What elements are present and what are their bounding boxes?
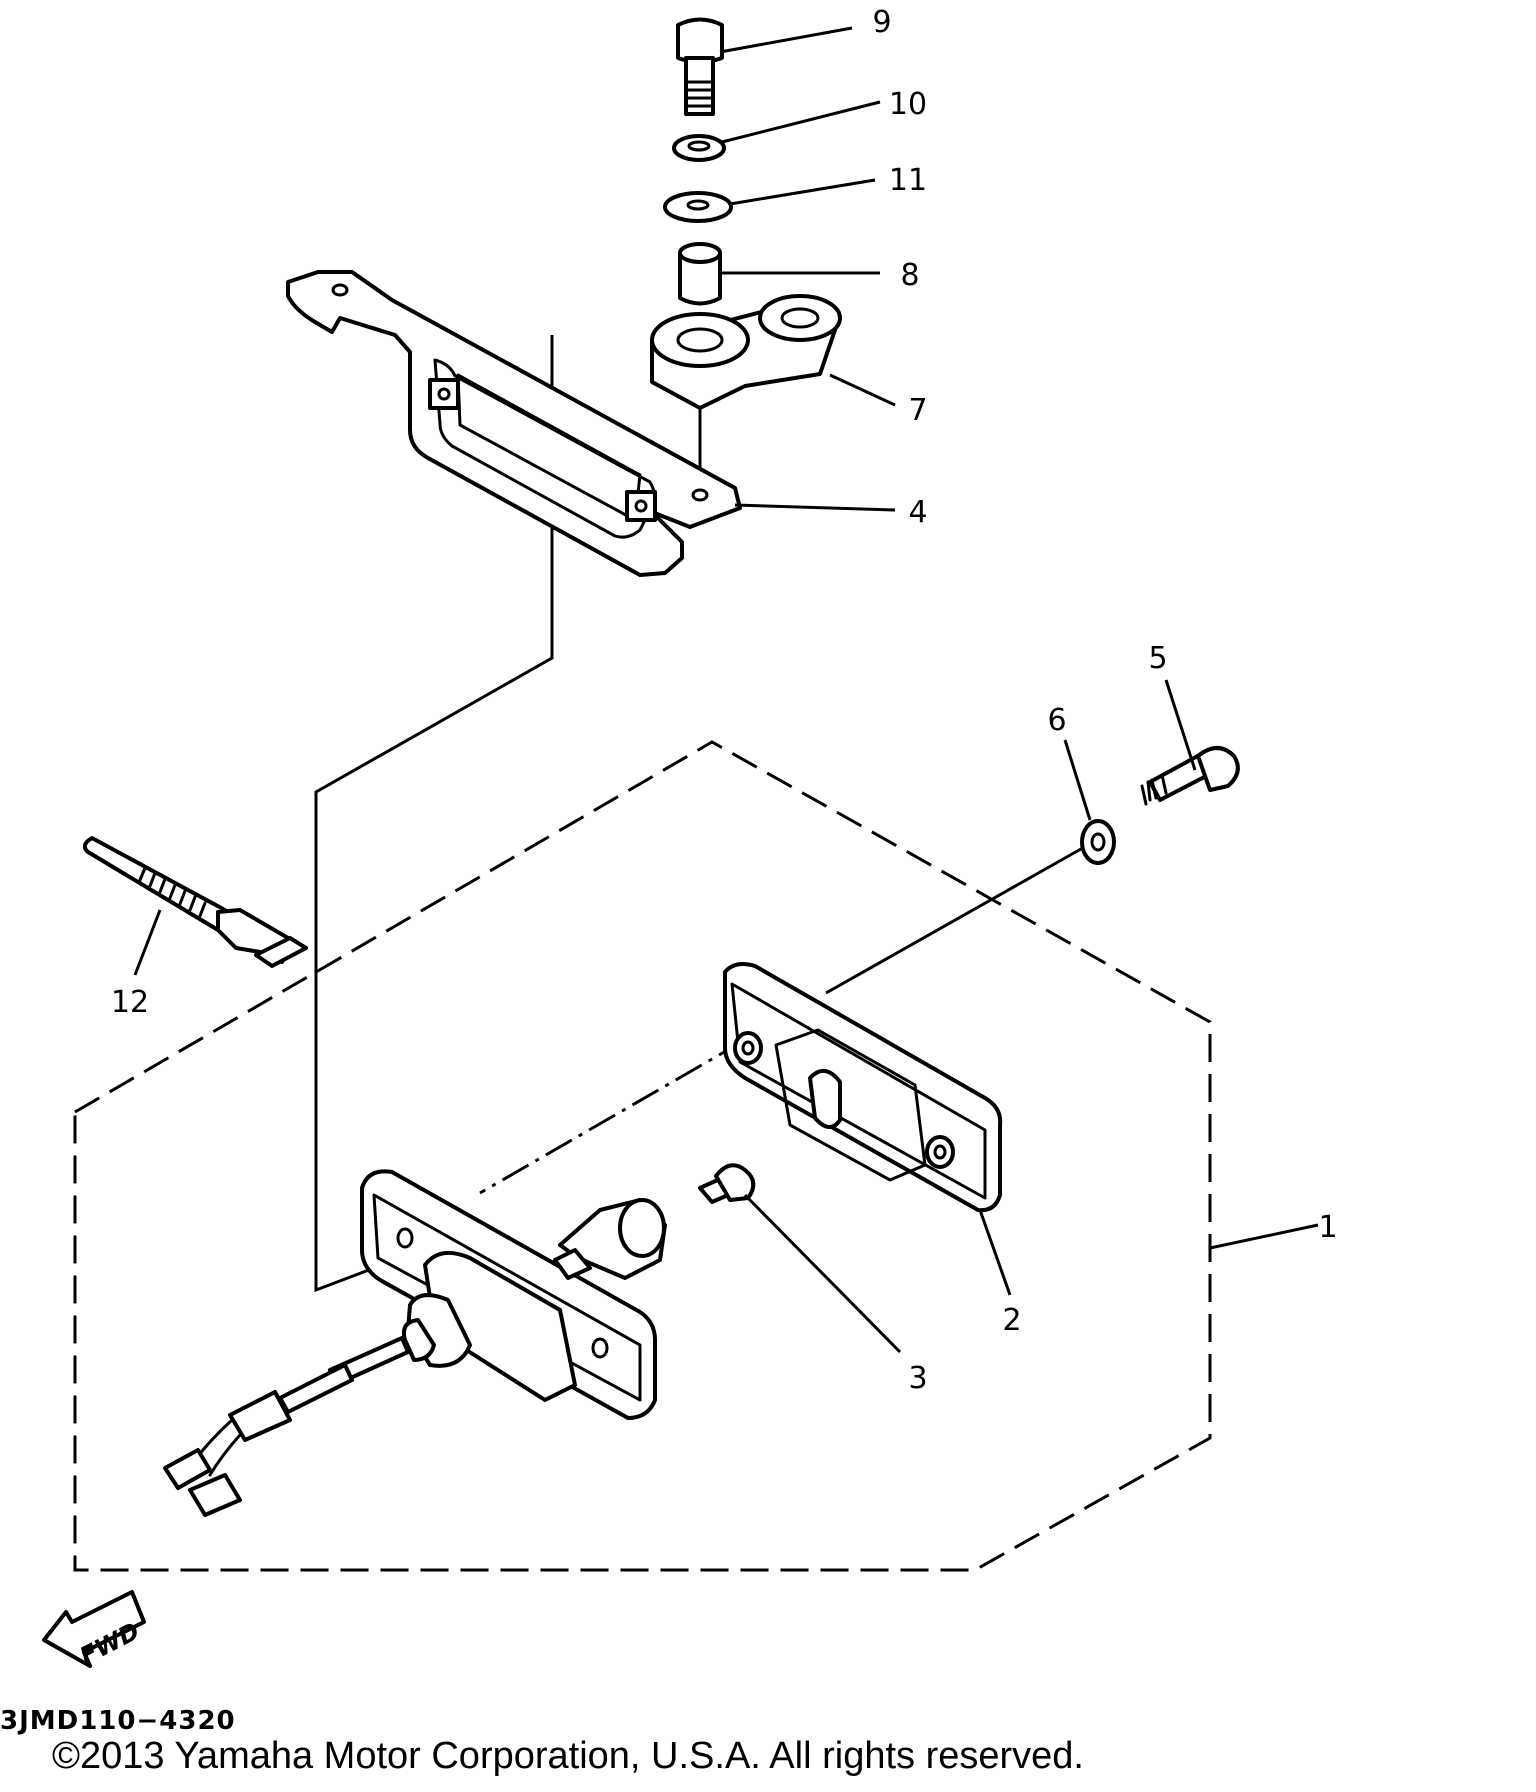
- leader-7: [829, 373, 896, 407]
- mounting-reference-line: [314, 335, 554, 1293]
- callout-3: 3: [908, 1361, 927, 1396]
- leader-6: [1063, 739, 1092, 821]
- callout-4: 4: [908, 495, 927, 530]
- lock-washer-10[interactable]: [672, 134, 726, 162]
- screw-axis-line: [825, 843, 1089, 995]
- callout-10: 10: [889, 87, 927, 122]
- leader-3: [743, 1193, 902, 1354]
- leader-9: [719, 26, 853, 54]
- leader-10: [721, 100, 881, 144]
- leader-12: [133, 909, 162, 976]
- collar-8[interactable]: [678, 242, 722, 306]
- leader-11: [729, 178, 876, 206]
- bulb-3[interactable]: [698, 1163, 756, 1204]
- copyright-notice: ©2013 Yamaha Motor Corporation, U.S.A. A…: [52, 1735, 1084, 1777]
- bracket-4[interactable]: [286, 270, 742, 577]
- fwd-arrow: FWD: [42, 1590, 146, 1670]
- leader-5: [1164, 679, 1197, 771]
- lens-2[interactable]: [723, 962, 1003, 1213]
- leader-1: [1209, 1223, 1319, 1250]
- lens-axis-line: [479, 1038, 746, 1195]
- diagram-reference-code: 3JMD110−4320: [0, 1706, 236, 1736]
- leader-2: [978, 1209, 1012, 1296]
- callout-9: 9: [872, 5, 891, 40]
- assembly-group-outline: [73, 740, 1212, 1572]
- leader-4: [734, 503, 896, 512]
- callout-11: 11: [889, 163, 927, 198]
- washer-6[interactable]: [1080, 819, 1116, 865]
- callout-2: 2: [1002, 1303, 1021, 1338]
- callout-1: 1: [1318, 1210, 1337, 1245]
- lamp-housing[interactable]: [163, 1169, 667, 1517]
- screw-5[interactable]: [1140, 746, 1240, 806]
- callout-12: 12: [111, 985, 149, 1020]
- flat-washer-11[interactable]: [663, 191, 733, 223]
- callout-5: 5: [1148, 641, 1167, 676]
- callout-6: 6: [1047, 703, 1066, 738]
- callout-7: 7: [908, 393, 927, 428]
- callout-8: 8: [900, 258, 919, 293]
- stay-7[interactable]: [650, 294, 842, 410]
- cable-tie-12[interactable]: [82, 836, 308, 968]
- bolt-9[interactable]: [676, 17, 724, 116]
